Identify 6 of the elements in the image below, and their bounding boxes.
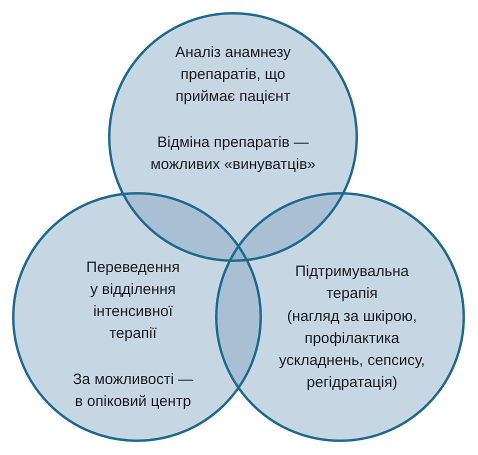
circle-label: Аналіз анамнезу препаратів, що приймає пацієнт [174, 43, 292, 107]
circle-label: За можливості — в опіковий центр [72, 370, 194, 412]
circle-label: Переведення у відділення інтенсивної терапії [85, 258, 181, 344]
circle-label: (нагляд за шкірою, профілактика ускладнень, сепсису, регідратація) [278, 307, 426, 393]
circle-label: Підтримувальна терапія [294, 262, 410, 304]
circle-label: Відміна препаратів — можливих «винуватців» [149, 133, 317, 175]
